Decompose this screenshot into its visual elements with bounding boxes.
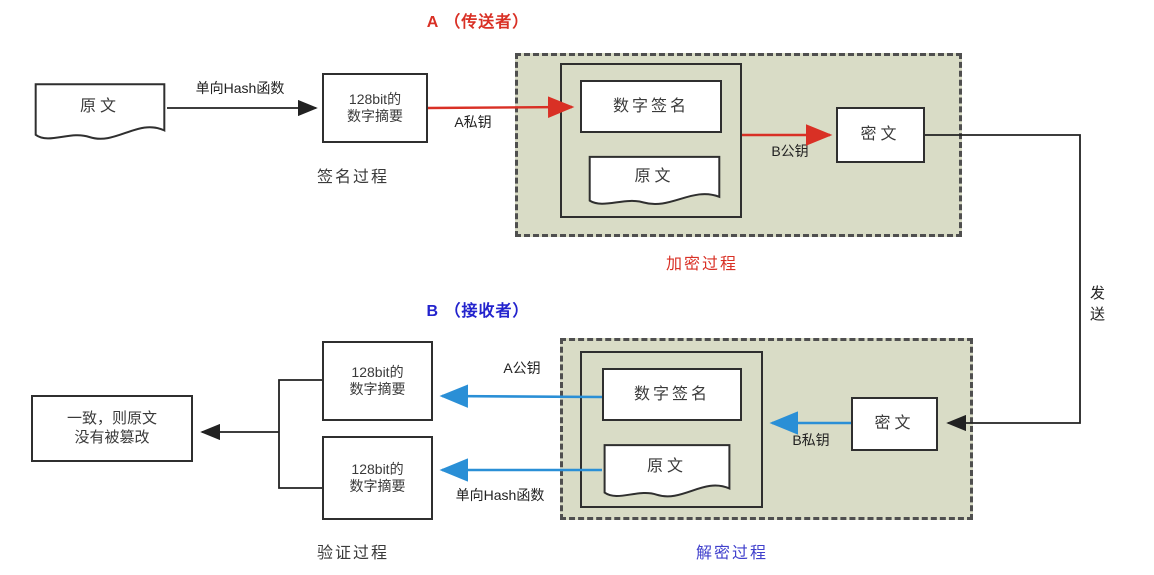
sender-title: A （传送者）	[426, 14, 530, 31]
cipher-box-decrypt-label: 密文	[874, 415, 915, 432]
sign-process-label: 签名过程	[316, 169, 389, 186]
hash-function-label-top: 单向Hash函数	[195, 80, 285, 96]
digest-box-recv-top-line1: 128bit的	[351, 363, 404, 380]
encrypt-original-document-label: 原文	[634, 168, 675, 186]
digest-box-recv-bottom-line1: 128bit的	[351, 460, 404, 477]
digest-box-recv-top: 128bit的 数字摘要	[322, 341, 433, 421]
decrypt-original-document-label: 原文	[646, 458, 687, 476]
document-shape-icon	[602, 443, 732, 505]
hash-function-label-bottom: 单向Hash函数	[455, 487, 545, 503]
verify-process-label: 验证过程	[316, 545, 389, 562]
receiver-title: B （接收者）	[426, 303, 530, 320]
decrypt-process-label: 解密过程	[695, 545, 768, 562]
package-box-decrypt	[580, 351, 763, 508]
document-shape-icon	[587, 155, 722, 212]
digest-box-recv-bottom-line2: 数字摘要	[349, 478, 406, 494]
b-public-key-label: B公钥	[771, 143, 809, 159]
merge-bracket	[278, 379, 322, 489]
conclusion-line2: 没有被篡改	[74, 428, 150, 446]
b-private-key-label: B私钥	[792, 432, 830, 448]
signature-box-decrypt-label: 数字签名	[633, 385, 710, 403]
package-box-encrypt	[560, 63, 742, 218]
conclusion-box: 一致，则原文 没有被篡改	[31, 395, 193, 462]
conclusion-line1: 一致，则原文	[66, 409, 157, 427]
source-document-label: 原文	[79, 98, 120, 116]
signature-box-decrypt: 数字签名	[602, 368, 742, 421]
source-document: 原文	[33, 82, 167, 148]
cipher-box-encrypt-label: 密文	[860, 126, 901, 143]
cipher-box-encrypt: 密文	[836, 107, 925, 163]
digest-box-recv-bottom: 128bit的 数字摘要	[322, 436, 433, 520]
signature-box-encrypt: 数字签名	[580, 80, 722, 133]
digest-box-sign-line1: 128bit的	[348, 90, 402, 107]
a-public-key-label: A公钥	[503, 360, 541, 376]
signature-box-encrypt-label: 数字签名	[612, 97, 689, 115]
digest-box-sign-line2: 数字摘要	[347, 108, 403, 124]
cipher-box-decrypt: 密文	[851, 397, 938, 451]
encrypt-process-label: 加密过程	[665, 256, 738, 273]
send-label: 发送	[1088, 285, 1105, 327]
digest-box-sign: 128bit的 数字摘要	[322, 73, 428, 143]
encrypt-original-document: 原文	[587, 155, 722, 212]
document-shape-icon	[33, 82, 167, 148]
a-private-key-label: A私钥	[454, 114, 492, 130]
digest-box-recv-top-line2: 数字摘要	[349, 381, 406, 397]
decrypt-original-document: 原文	[602, 443, 732, 505]
